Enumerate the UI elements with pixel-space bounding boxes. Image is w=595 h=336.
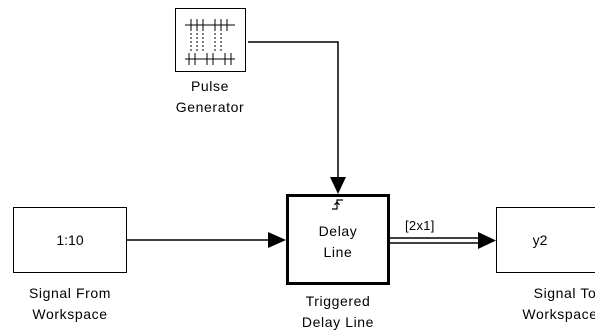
signal-to-workspace-block[interactable]: y2: [496, 207, 595, 273]
pulse-train-icon: [184, 19, 235, 65]
signal-to-workspace-label-line2: Workspace: [522, 306, 595, 322]
output-arrowhead: [478, 232, 496, 249]
pulse-generator-label: Pulse Generator: [160, 76, 260, 118]
pulse-generator-label-line2: Generator: [175, 99, 245, 115]
delay-line-label-line1: Triggered: [305, 293, 371, 309]
pulse-generator-label-line1: Pulse: [190, 78, 230, 94]
signal-from-workspace-label: Signal From Workspace: [5, 283, 135, 325]
delay-line-label-line2: Delay Line: [301, 314, 375, 330]
delay-line-text-line1: Delay: [318, 222, 358, 239]
rising-edge-trigger-icon: [332, 199, 343, 210]
trigger-arrowhead: [330, 177, 346, 194]
signal-from-workspace-label-line1: Signal From: [28, 285, 112, 301]
delay-line-label: Triggered Delay Line: [278, 291, 398, 333]
signal-dimension-label: [2x1]: [405, 218, 435, 233]
delay-line-block[interactable]: Delay Line: [286, 194, 390, 285]
pulse-generator-block[interactable]: [175, 8, 246, 72]
signal-from-workspace-block[interactable]: 1:10: [13, 207, 127, 273]
trigger-signal-line: [248, 41, 339, 187]
signal-to-workspace-label-line1: Signal To: [533, 285, 595, 301]
signal-from-workspace-value: 1:10: [56, 232, 84, 248]
signal-from-workspace-label-line2: Workspace: [32, 306, 108, 322]
delay-line-block-text: Delay Line: [319, 221, 358, 263]
signal-to-workspace-value: y2: [532, 232, 548, 248]
delay-line-text-line2: Line: [323, 243, 353, 260]
input-arrowhead: [268, 232, 286, 248]
signal-to-workspace-label: Signal To Workspace: [488, 283, 595, 325]
